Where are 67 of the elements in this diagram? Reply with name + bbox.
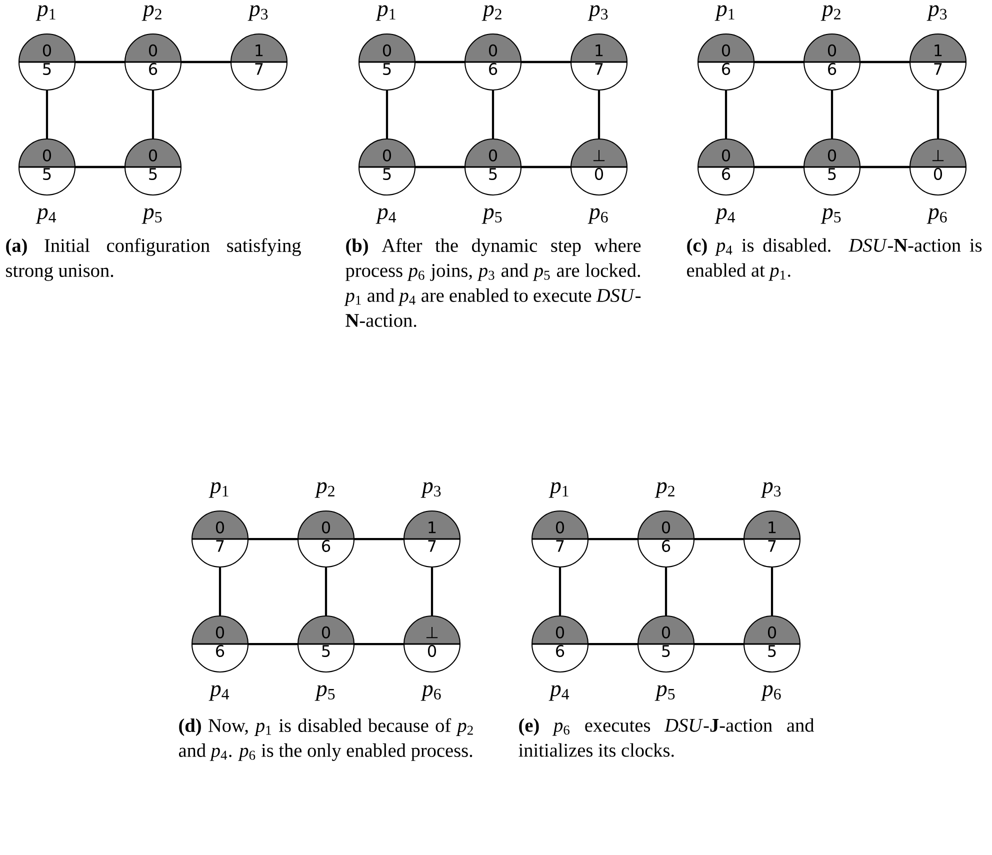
caption-text: (e) p$_{6}$ executes DSU-J-action and initializes its clocks. <box>518 718 814 757</box>
edge-line <box>598 90 600 139</box>
edge-line <box>218 567 222 616</box>
edge-line <box>354 538 404 540</box>
edge-line <box>588 642 638 646</box>
process-label: p$_{1}$ <box>36 5 56 21</box>
edge-line <box>694 642 744 646</box>
edge-line <box>75 166 125 168</box>
edge-line <box>415 166 465 168</box>
process-label: p$_{5}$ <box>654 685 675 701</box>
process-label: p$_{3}$ <box>248 5 268 21</box>
process-label: p$_{1}$ <box>548 482 568 498</box>
process-label: p$_{1}$ <box>714 5 734 21</box>
edge-line <box>694 538 744 540</box>
process-label: p$_{2}$ <box>142 5 162 21</box>
edge-line <box>830 90 834 139</box>
process-label: p$_{2}$ <box>314 482 334 498</box>
process-label: p$_{2}$ <box>820 5 840 21</box>
process-label: p$_{1}$ <box>376 5 396 21</box>
edge-line <box>521 60 571 64</box>
process-label: p$_{5}$ <box>482 208 502 224</box>
process-label: p$_{5}$ <box>820 208 841 224</box>
edge-line <box>588 538 638 540</box>
process-label: p$_{6}$ <box>760 685 781 701</box>
process-label: p$_{6}$ <box>588 208 608 224</box>
process-label: p$_{4}$ <box>208 685 230 701</box>
edge-line <box>152 90 154 139</box>
caption-text: (d) Now, p$_{1}$ is disabled because of p$_{2}$ and p$_{4}$. p$_{6}$ is the only enabled process. <box>178 718 473 761</box>
edge-line <box>46 90 48 139</box>
edge-line <box>860 60 910 64</box>
edge-line <box>248 538 298 540</box>
edge-line <box>558 567 562 616</box>
edge-line <box>860 166 910 168</box>
process-label: p$_{3}$ <box>588 5 608 21</box>
edge-line <box>386 90 388 139</box>
edge-line <box>521 166 571 168</box>
process-label: p$_{4}$ <box>36 208 56 224</box>
edge-line <box>754 60 804 64</box>
process-label: p$_{3}$ <box>420 482 441 498</box>
edge-line <box>248 642 298 646</box>
process-label: p$_{3}$ <box>760 482 781 498</box>
edge-line <box>770 567 774 616</box>
caption-text: (b) After the dynamic step where process p$_{6}$ joins, p$_{3}$ and p$_{5}$ are locked. p$_{1}$ and p$_{4}$ are enabled to execute DSU-N-action. <box>344 238 641 328</box>
edge-line <box>181 60 231 64</box>
caption-text: (a) Initial configuration satisfying strong unison. <box>6 238 301 281</box>
process-label: p$_{5}$ <box>314 685 335 701</box>
edge-line <box>354 642 404 646</box>
edge-line <box>415 60 465 64</box>
process-label: p$_{1}$ <box>208 482 228 498</box>
process-label: p$_{4}$ <box>714 208 736 224</box>
process-label: p$_{6}$ <box>420 685 441 701</box>
edge-line <box>724 90 728 139</box>
process-label: p$_{6}$ <box>926 208 947 224</box>
process-label: p$_{4}$ <box>376 208 396 224</box>
edge-line <box>324 567 328 616</box>
edge-line <box>664 567 668 616</box>
edge-line <box>754 166 804 168</box>
edge-line <box>936 90 940 139</box>
edge-line <box>430 567 434 616</box>
process-label: p$_{4}$ <box>548 685 570 701</box>
process-label: p$_{2}$ <box>654 482 674 498</box>
edge-line <box>492 90 494 139</box>
caption-text: (c) p$_{4}$ is disabled. DSU-N-action is enabled at p$_{1}$. <box>687 238 982 281</box>
process-label: p$_{3}$ <box>926 5 947 21</box>
process-label: p$_{2}$ <box>482 5 502 21</box>
process-label: p$_{5}$ <box>142 208 162 224</box>
edge-line <box>75 60 125 64</box>
